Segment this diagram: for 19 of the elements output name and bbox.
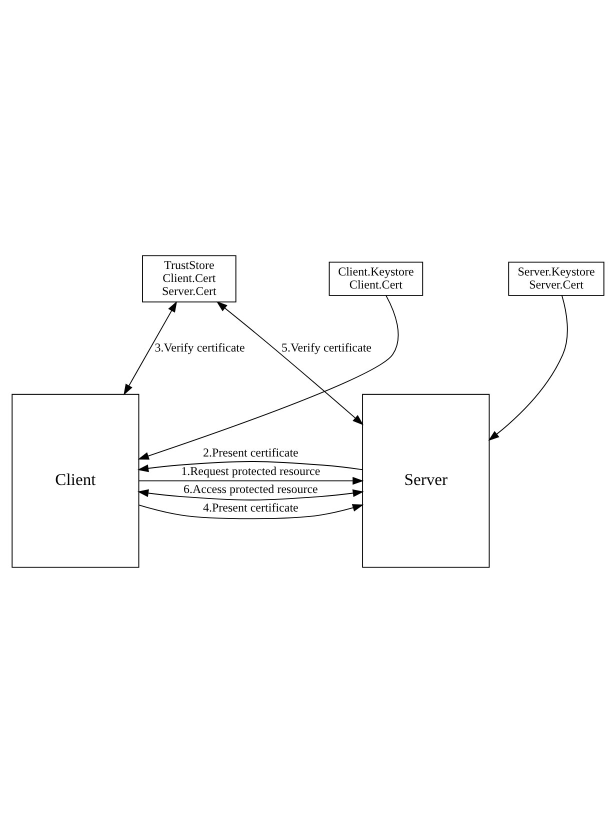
- edge-label: 4.Present certificate: [202, 500, 298, 514]
- arrow: [216, 300, 364, 425]
- edge-label: 1.Request protected resource: [181, 463, 320, 478]
- edge-label: 6.Access protected resource: [183, 482, 318, 496]
- arrow: [137, 460, 363, 472]
- arrow: [138, 294, 399, 460]
- arrow: [138, 476, 364, 484]
- edge-label: 3.Verify certificate: [154, 340, 245, 354]
- node-box: TrustStore Client.Cert Server.Cert: [142, 254, 236, 302]
- node-box: Server: [362, 393, 490, 568]
- node-box: Server.Keystore Server.Cert: [508, 261, 604, 296]
- edge-label: 2.Present certificate: [202, 444, 298, 459]
- arrow: [488, 294, 568, 440]
- arrow: [138, 504, 364, 519]
- node-box: Client: [12, 393, 140, 568]
- node-box: Client.Keystore Client.Cert: [328, 261, 424, 296]
- arrow: [124, 300, 178, 395]
- edge-label: 5.Verify certificate: [281, 340, 372, 354]
- arrow: [137, 488, 364, 500]
